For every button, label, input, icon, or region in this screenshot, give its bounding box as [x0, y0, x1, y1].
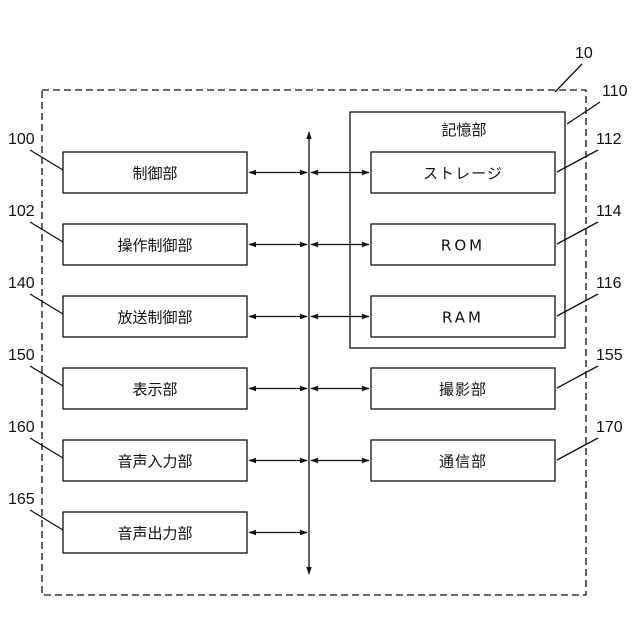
block-audio-input-label: 音声入力部 — [117, 453, 192, 471]
memory-group-ref-leader — [567, 102, 600, 124]
block-display-leader — [30, 366, 63, 386]
block-communication-ref: 170 — [596, 419, 623, 436]
block-audio-output-label: 音声出力部 — [117, 525, 192, 543]
block-control-ref: 100 — [8, 131, 35, 148]
block-audio-input-leader — [30, 438, 63, 458]
block-ram-ref: 116 — [596, 275, 622, 292]
block-imaging-ref: 155 — [596, 347, 623, 364]
block-storage-ref: 112 — [596, 131, 622, 148]
block-operation-control-ref: 102 — [8, 203, 35, 220]
block-broadcast-control-leader — [30, 294, 63, 314]
device-ref-leader — [555, 64, 582, 92]
block-ram-label: RAM — [442, 309, 484, 327]
block-control-leader — [30, 150, 63, 170]
block-rom-ref: 114 — [596, 203, 622, 220]
block-control-label: 制御部 — [132, 165, 177, 183]
block-imaging-leader — [557, 366, 598, 388]
block-audio-output-ref: 165 — [8, 491, 35, 508]
memory-group-label: 記憶部 — [441, 121, 486, 139]
block-storage-label: ストレージ — [423, 165, 503, 183]
block-rom-label: ROM — [441, 237, 485, 255]
block-broadcast-control-ref: 140 — [8, 275, 35, 292]
block-operation-control-leader — [30, 222, 63, 242]
block-audio-output-leader — [30, 510, 63, 530]
block-broadcast-control-label: 放送制御部 — [117, 309, 192, 327]
block-operation-control-label: 操作制御部 — [117, 237, 192, 255]
block-audio-input-ref: 160 — [8, 419, 35, 436]
block-communication-leader — [557, 438, 598, 460]
block-imaging-label: 撮影部 — [439, 381, 487, 399]
device-ref: 10 — [575, 45, 593, 62]
block-display-ref: 150 — [8, 347, 35, 364]
block-display-label: 表示部 — [132, 381, 177, 399]
block-communication-label: 通信部 — [439, 453, 487, 471]
memory-group-ref: 110 — [602, 83, 628, 100]
